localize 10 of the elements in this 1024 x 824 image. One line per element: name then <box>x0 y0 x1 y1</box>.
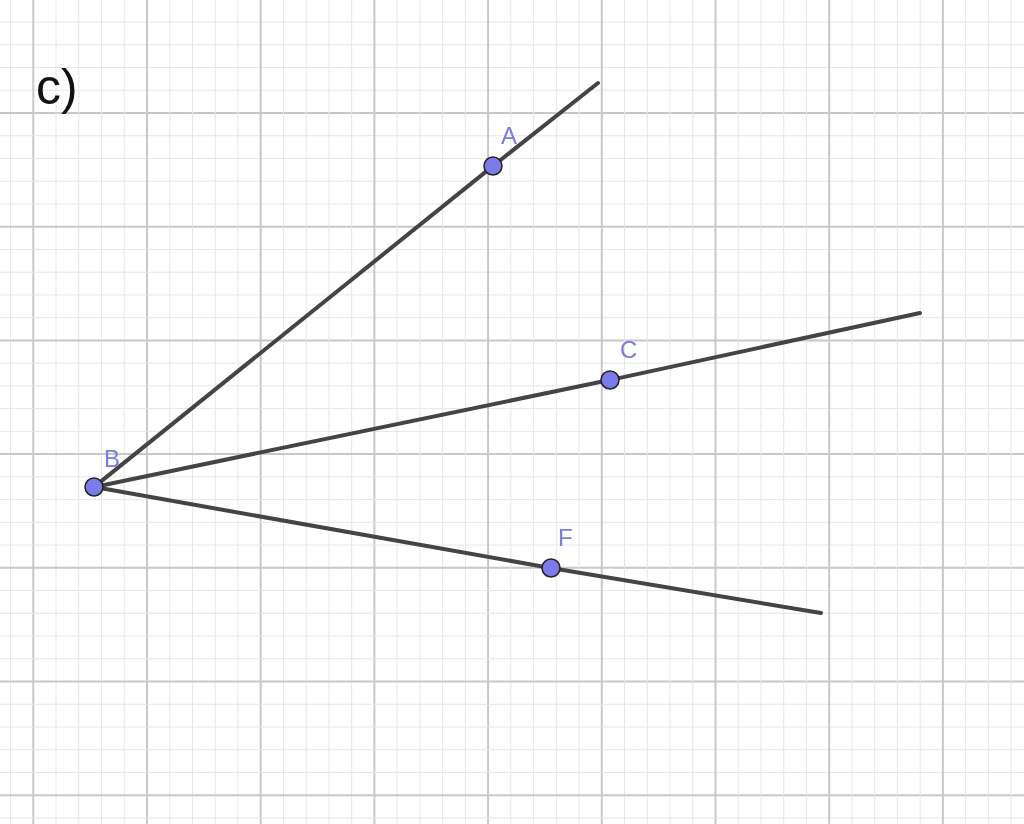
point-dot <box>541 558 561 578</box>
point-dot <box>600 370 620 390</box>
point-label: A <box>501 124 517 148</box>
point-dot <box>483 156 503 176</box>
ray-line <box>99 169 488 484</box>
point-label: B <box>104 447 120 471</box>
panel-label: c) <box>36 62 78 112</box>
point-dot <box>84 477 104 497</box>
point-label: C <box>620 338 638 362</box>
point-label: F <box>558 526 573 550</box>
